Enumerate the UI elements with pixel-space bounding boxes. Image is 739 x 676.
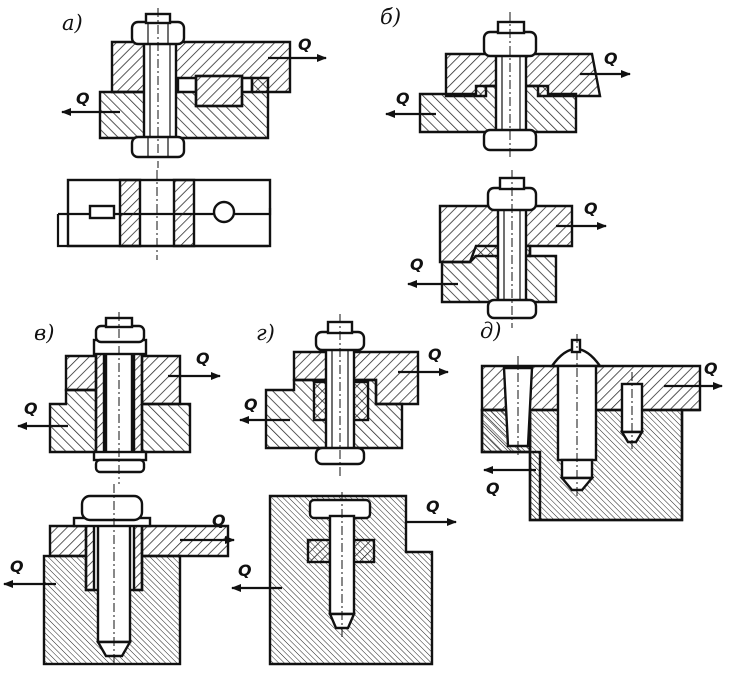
panel-v: в) Q Q Q Q	[3, 312, 235, 666]
force-label: Q	[298, 35, 312, 54]
panel-a-label: а)	[62, 11, 83, 35]
nut	[94, 324, 146, 344]
pin-hole	[212, 200, 236, 224]
panel-d: д) Q Q	[480, 319, 723, 522]
force-label: Q	[486, 479, 500, 498]
bolt-head	[94, 458, 146, 474]
panel-g-label: г)	[256, 321, 275, 345]
bolt-end	[496, 20, 526, 35]
force-label: Q	[244, 395, 258, 414]
force-label: Q	[196, 349, 210, 368]
key-slot	[88, 204, 116, 220]
force-label: Q	[604, 49, 618, 68]
panel-d-label: д)	[480, 319, 502, 343]
force-label: Q	[10, 557, 24, 576]
panel-b: б) Q Q Q Q	[380, 5, 631, 328]
bolt-shank	[142, 38, 178, 142]
force-label: Q	[212, 511, 226, 530]
force-label: Q	[426, 497, 440, 516]
bolt-head	[80, 494, 144, 522]
force-label: Q	[396, 89, 410, 108]
panel-g: г) Q Q Q Q	[231, 314, 457, 666]
key-hatch	[194, 74, 244, 108]
force-label: Q	[428, 345, 442, 364]
panel-a: а) Q Q	[56, 8, 327, 260]
force-label: Q	[24, 399, 38, 418]
panel-b-label: б)	[380, 5, 401, 29]
force-label: Q	[704, 359, 718, 378]
force-label: Q	[238, 561, 252, 580]
plan-view	[56, 170, 272, 260]
panel-v-label: в)	[34, 321, 54, 345]
force-label: Q	[410, 255, 424, 274]
force-label: Q	[76, 89, 90, 108]
bolt-shank	[494, 42, 528, 142]
force-label: Q	[584, 199, 598, 218]
